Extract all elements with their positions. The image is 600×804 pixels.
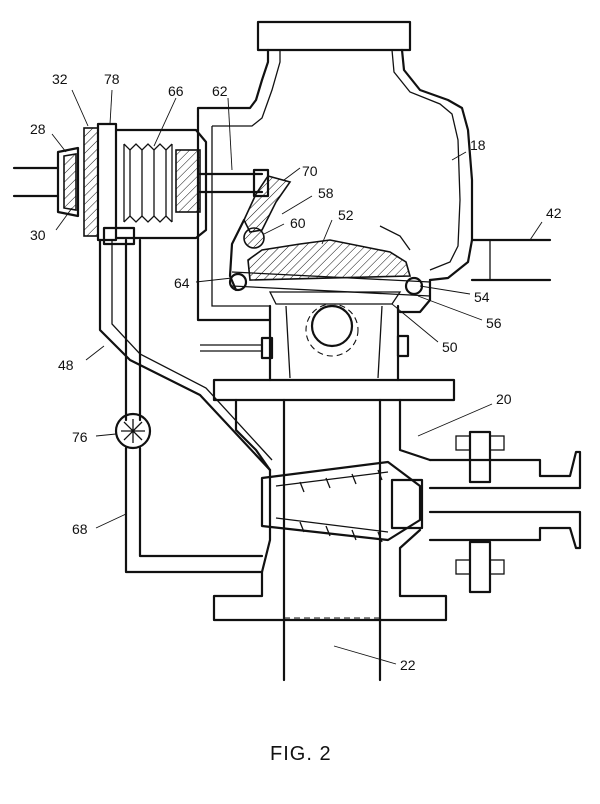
reference-numerals: 18 20 22 28 30 32 42 48 50 52 54 56 58 6… (30, 71, 562, 673)
valve-assembly (228, 225, 431, 305)
label-78: 78 (104, 71, 120, 87)
label-28: 28 (30, 121, 46, 137)
figure-caption: FIG. 2 (270, 743, 332, 765)
label-76: 76 (72, 429, 88, 445)
label-18: 18 (470, 137, 486, 153)
label-22: 22 (400, 657, 416, 673)
label-32: 32 (52, 71, 68, 87)
label-48: 48 (58, 357, 74, 373)
label-68: 68 (72, 521, 88, 537)
discharge-connection (428, 430, 582, 594)
label-52: 52 (338, 207, 354, 223)
inlet-pipe (470, 238, 552, 282)
label-64: 64 (174, 275, 190, 291)
pump-body (200, 303, 456, 682)
label-62: 62 (212, 83, 228, 99)
cam-lever (228, 175, 292, 292)
label-50: 50 (442, 339, 458, 355)
label-66: 66 (168, 83, 184, 99)
label-70: 70 (302, 163, 318, 179)
label-58: 58 (318, 185, 334, 201)
impeller (260, 460, 424, 543)
label-42: 42 (546, 205, 562, 221)
label-56: 56 (486, 315, 502, 331)
label-54: 54 (474, 289, 490, 305)
label-30: 30 (30, 227, 46, 243)
actuator-assembly (12, 122, 270, 246)
label-60: 60 (290, 215, 306, 231)
control-lines (98, 238, 273, 574)
leader-lines (51, 89, 543, 665)
label-20: 20 (496, 391, 512, 407)
